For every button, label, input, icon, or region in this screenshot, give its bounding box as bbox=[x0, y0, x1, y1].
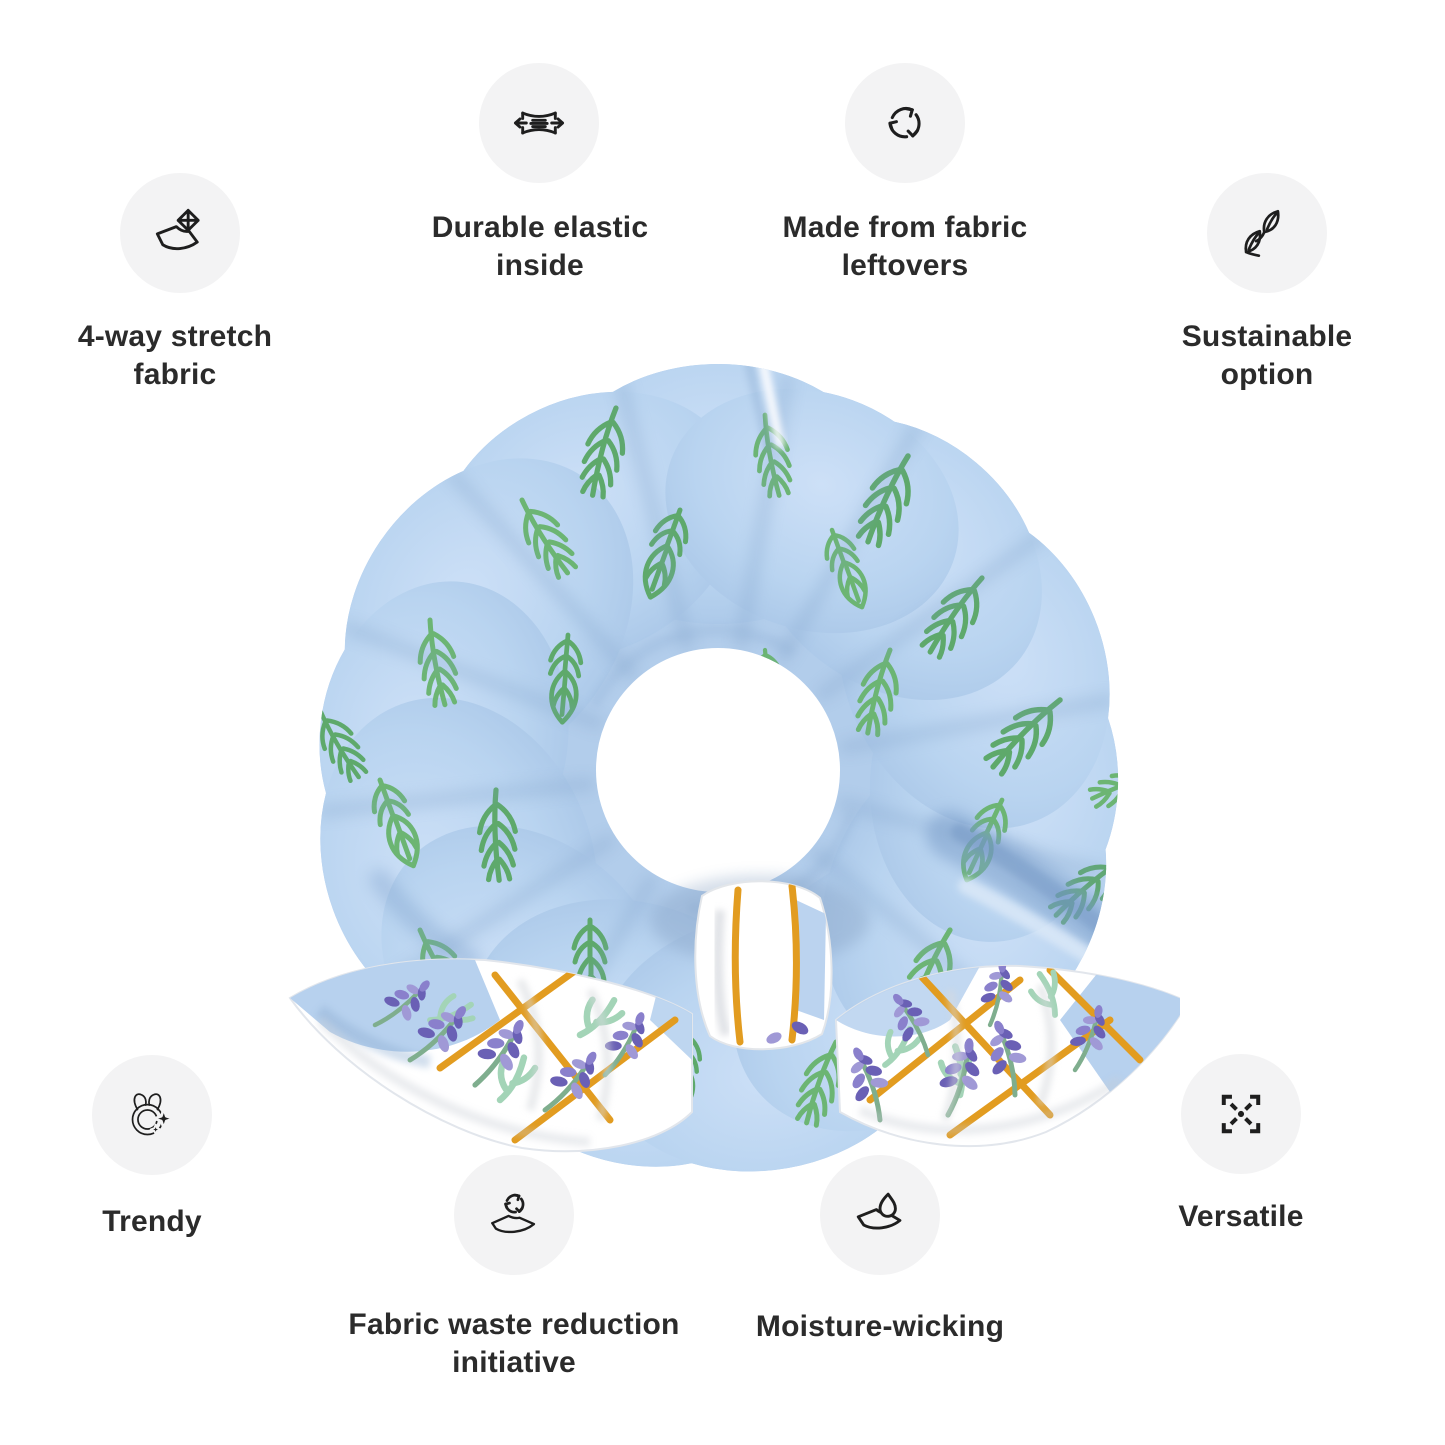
feature-badge-stretch bbox=[120, 173, 240, 293]
fabric-recycle-icon bbox=[491, 1193, 536, 1234]
stretch-fabric-icon bbox=[155, 208, 200, 251]
scrunchie-product-image bbox=[289, 343, 1180, 1182]
feature-label-stretch: 4-way stretch fabric bbox=[77, 320, 273, 391]
feature-label-moisture: Moisture-wicking bbox=[755, 1310, 1005, 1343]
expand-arrows-icon bbox=[1221, 1094, 1261, 1134]
fabric-droplet-icon bbox=[856, 1192, 902, 1230]
feature-badge-moisture bbox=[820, 1155, 940, 1275]
elastic-band-icon bbox=[513, 111, 565, 135]
feature-badge-trendy bbox=[92, 1055, 212, 1175]
feature-label-trendy: Trendy bbox=[102, 1205, 202, 1238]
feature-label-sustainable: Sustainable option bbox=[1181, 320, 1353, 391]
scrunchie-sparkle-icon bbox=[131, 1093, 176, 1136]
feature-badge-sustainable bbox=[1207, 173, 1327, 293]
feature-label-elastic: Durable elastic inside bbox=[431, 211, 649, 282]
feature-badge-versatile bbox=[1181, 1054, 1301, 1174]
feature-label-waste-reduction: Fabric waste reduction initiative bbox=[348, 1308, 680, 1379]
feature-badge-waste-reduction bbox=[454, 1155, 574, 1275]
feature-label-leftovers: Made from fabric leftovers bbox=[782, 211, 1028, 282]
feature-badge-leftovers bbox=[845, 63, 965, 183]
leaves-icon bbox=[1244, 209, 1280, 258]
feature-label-versatile: Versatile bbox=[1178, 1200, 1304, 1233]
feature-badge-elastic bbox=[479, 63, 599, 183]
scrunchie-bow bbox=[289, 880, 1180, 1153]
recycle-arrows-icon bbox=[887, 106, 926, 143]
